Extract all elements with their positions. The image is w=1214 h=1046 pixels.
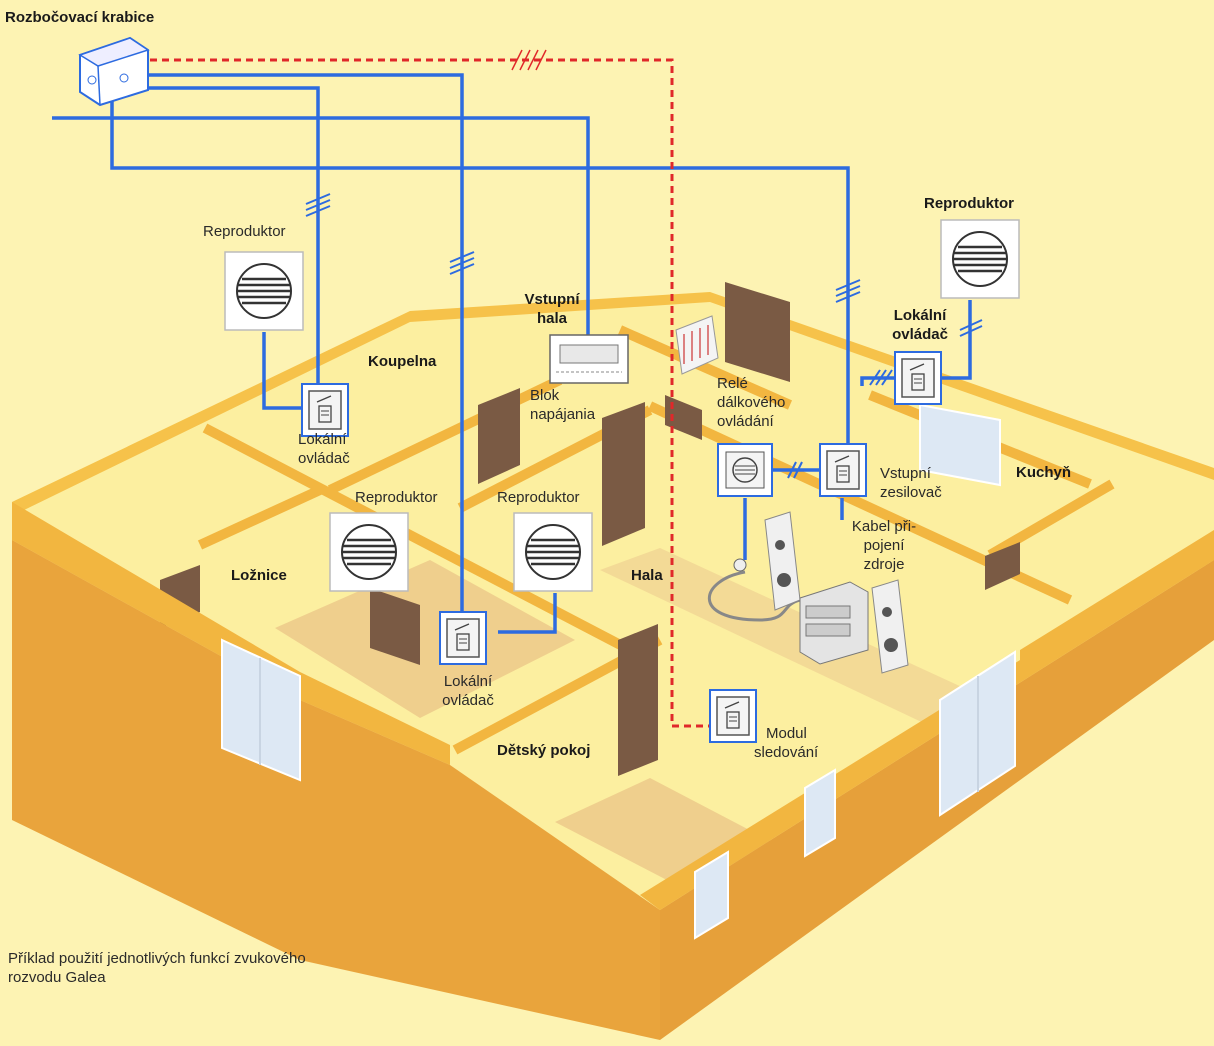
label-lokalni-ovladac-2: Lokální ovládač <box>433 672 503 710</box>
label-modul-sledovani: Modul sledování <box>754 724 818 762</box>
label-reproduktor-4: Reproduktor <box>924 194 1014 213</box>
label-reproduktor-2: Reproduktor <box>355 488 438 507</box>
speaker-icon <box>225 252 303 330</box>
local-control-icon <box>440 612 486 664</box>
speaker-icon <box>514 513 592 591</box>
label-rele: Relé dálkového ovládání <box>717 374 785 431</box>
caption: Příklad použití jednotlivých funkcí zvuk… <box>8 949 306 987</box>
junction-box <box>80 38 148 105</box>
monitoring-module-icon <box>710 690 756 742</box>
label-lokalni-ovladac-1: Lokální ovládač <box>298 430 350 468</box>
room-vstupni-hala: Vstupní hala <box>512 290 592 328</box>
speaker-icon <box>941 220 1019 298</box>
relay-icon <box>718 444 772 496</box>
label-vstupni-zesilovac: Vstupní zesilovač <box>880 464 942 502</box>
room-hala: Hala <box>631 566 663 585</box>
local-control-icon <box>302 384 348 436</box>
room-detsky-pokoj: Dětský pokoj <box>497 741 590 760</box>
house-structure <box>12 282 1214 1040</box>
local-control-icon <box>895 352 941 404</box>
input-amplifier-icon <box>820 444 866 496</box>
speaker-icon <box>330 513 408 591</box>
label-lokalni-ovladac-3: Lokální ovládač <box>880 306 960 344</box>
label-reproduktor-3: Reproduktor <box>497 488 580 507</box>
label-reproduktor-1: Reproduktor <box>203 222 286 241</box>
room-loznice: Ložnice <box>231 566 287 585</box>
label-blok-napajania: Blok napájania <box>530 386 595 424</box>
room-kuchyn: Kuchyň <box>1016 463 1071 482</box>
power-supply-block-icon <box>550 335 628 383</box>
label-kabel-pripojeni-zdroje: Kabel při- pojení zdroje <box>836 517 932 574</box>
room-koupelna: Koupelna <box>368 352 436 371</box>
diagram-title: Rozbočovací krabice <box>5 8 154 27</box>
